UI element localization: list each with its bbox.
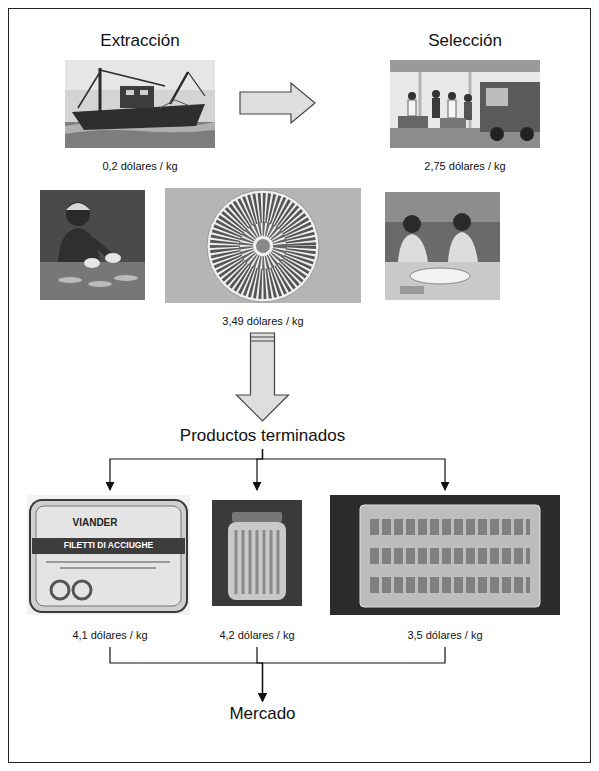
arrow-stripe (251, 341, 275, 342)
block-arrow (237, 333, 289, 421)
block-arrow (240, 83, 315, 123)
stage-title: Extracción (60, 30, 220, 52)
flow-line (110, 449, 263, 490)
product-panel: 4,2 dólares / kg (207, 492, 307, 643)
stage-title: Productos terminados (150, 425, 375, 447)
price-label: 4,2 dólares / kg (207, 627, 307, 643)
price-label: 3,5 dólares / kg (330, 627, 560, 643)
price-label: 4,1 dólares / kg (25, 627, 195, 643)
can-photo (27, 495, 190, 615)
flow-line (257, 449, 263, 490)
picture-space (385, 58, 545, 148)
picture-space (163, 188, 363, 303)
flow-line (263, 449, 446, 490)
worker-photo (385, 192, 500, 300)
stage-title: Mercado (200, 703, 325, 725)
picture-space (330, 492, 560, 617)
price-label: 0,2 dólares / kg (60, 158, 220, 174)
outer-frame (9, 9, 591, 763)
stage-panel: Selección 2,75 dólares / kg (385, 30, 545, 174)
picture-space (25, 492, 195, 617)
worker-photo (40, 190, 145, 300)
market-heading: Mercado (200, 703, 325, 725)
product-panel: 4,1 dólares / kg (25, 492, 195, 643)
flow-line (110, 449, 263, 490)
flow-line (263, 647, 446, 701)
arrow-stripe (251, 337, 275, 338)
jar-photo (212, 500, 302, 606)
flow-line (257, 647, 263, 701)
price-label: 3,49 dólares / kg (163, 313, 363, 329)
flow-line (263, 449, 446, 490)
plate-photo (165, 188, 361, 303)
block-arrow (237, 333, 289, 421)
price-label: 2,75 dólares / kg (385, 158, 545, 174)
picture-space (207, 492, 307, 617)
tray-photo (330, 495, 560, 615)
stage-panel: Extracción 0,2 dólares / kg (60, 30, 220, 174)
stage-heading: Productos terminados (150, 425, 375, 447)
flow-line (110, 647, 263, 701)
product-name: FILETTI DI ACCIUGHE (35, 539, 182, 552)
sorting-photo (390, 60, 540, 148)
flow-line (110, 647, 263, 701)
picture-space (60, 58, 220, 148)
process-panel: 3,49 dólares / kg (163, 188, 363, 329)
flow-line (257, 647, 263, 701)
block-arrow (240, 83, 315, 123)
product-panel: 3,5 dólares / kg (330, 492, 560, 643)
stage-title: Selección (385, 30, 545, 52)
brand-name: VIANDER (40, 516, 150, 530)
ship-photo (65, 60, 215, 148)
flow-line (257, 449, 263, 490)
flow-line (263, 647, 446, 701)
